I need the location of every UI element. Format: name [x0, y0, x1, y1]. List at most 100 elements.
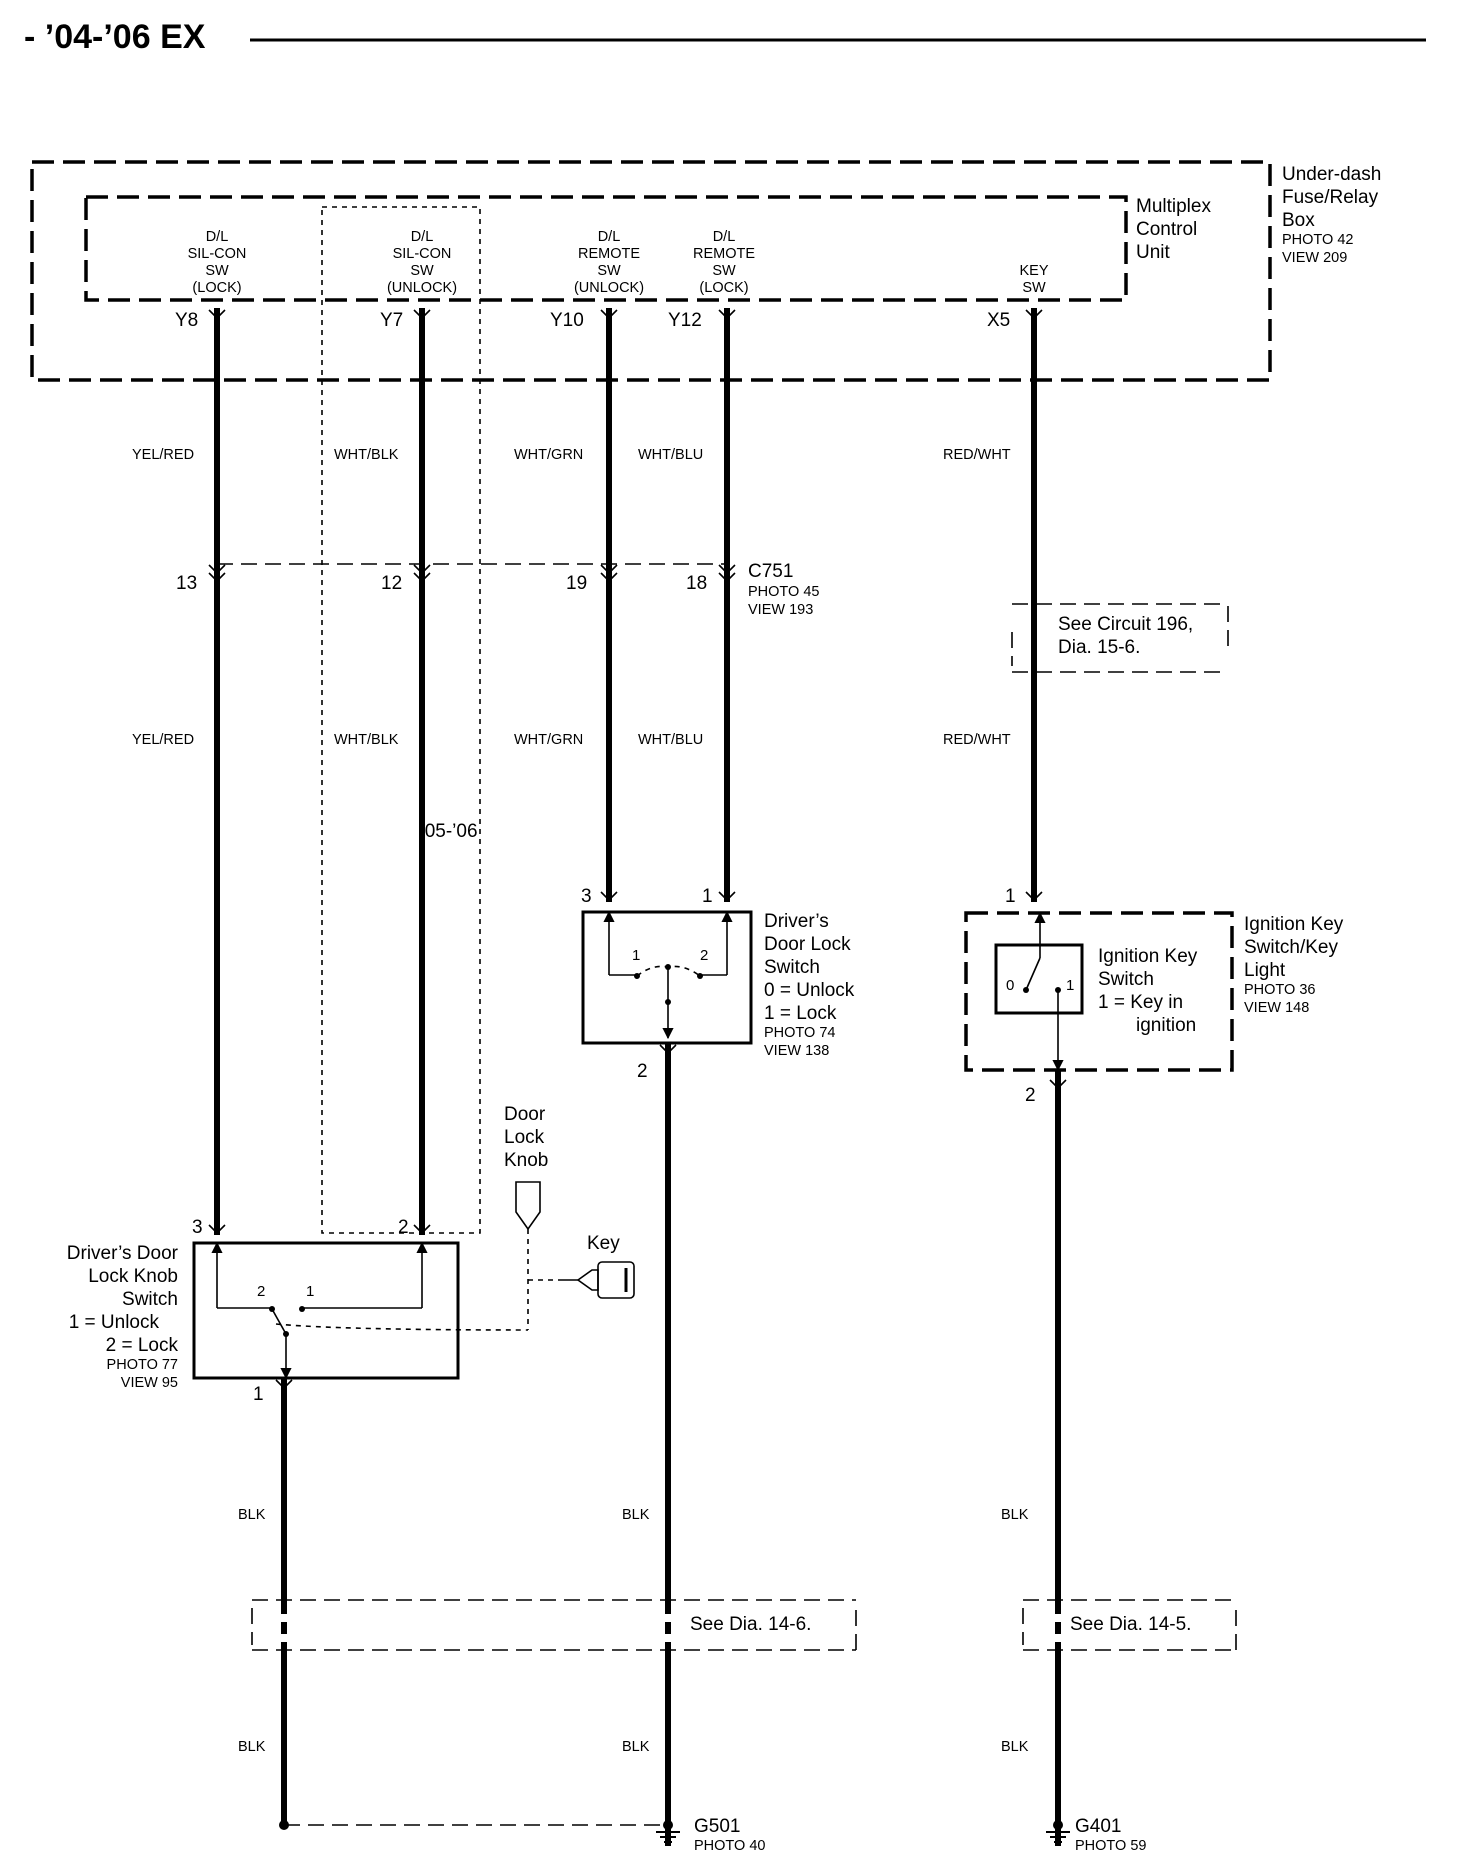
svg-text:1: 1 [632, 947, 640, 964]
wire-wht-grn [600, 308, 618, 902]
svg-text:REMOTE: REMOTE [578, 246, 640, 262]
svg-text:See Dia. 14-6.: See Dia. 14-6. [690, 1614, 811, 1635]
ignition-key-switch-label: Ignition Key Switch 1 = Key in ignition [1098, 946, 1198, 1036]
knob-switch-box [192, 1241, 460, 1380]
svg-text:1: 1 [253, 1384, 264, 1405]
knob-pin1-mark [275, 1379, 293, 1390]
svg-text:2: 2 [1025, 1085, 1036, 1106]
svg-text:VIEW 209: VIEW 209 [1282, 250, 1347, 266]
door-switch-pin2-mark [659, 1044, 677, 1055]
svg-text:SW: SW [1022, 280, 1046, 296]
door-lock-knob: Door Lock Knob [504, 1104, 548, 1330]
svg-text:3: 3 [581, 886, 592, 907]
svg-text:0 = Unlock: 0 = Unlock [764, 980, 855, 1001]
svg-text:Box: Box [1282, 210, 1315, 231]
svg-text:Y8: Y8 [175, 310, 198, 331]
svg-text:SIL-CON: SIL-CON [393, 246, 452, 262]
wire-yel-red [208, 308, 226, 1235]
knob-switch-internals: 2 1 [211, 1241, 529, 1380]
svg-text:PHOTO 77: PHOTO 77 [107, 1357, 178, 1373]
svg-text:(LOCK): (LOCK) [192, 280, 241, 296]
svg-text:PHOTO 59: PHOTO 59 [1075, 1838, 1146, 1854]
svg-text:Knob: Knob [504, 1150, 548, 1171]
svg-text:1: 1 [1066, 977, 1074, 994]
svg-text:SIL-CON: SIL-CON [188, 246, 247, 262]
ground-g401: G401 PHOTO 59 [1046, 1816, 1146, 1854]
multiplex-control-unit-label: Multiplex Control Unit [1136, 196, 1211, 263]
svg-text:WHT/GRN: WHT/GRN [514, 732, 583, 748]
svg-text:Door Lock: Door Lock [764, 934, 851, 955]
ignition-key-light-label: Ignition Key Switch/Key Light PHOTO 36 V… [1244, 914, 1344, 1016]
svg-text:Under-dash: Under-dash [1282, 164, 1381, 185]
see-dia-14-6-box: See Dia. 14-6. [251, 1599, 857, 1651]
svg-text:ignition: ignition [1136, 1015, 1196, 1036]
fuse-relay-box-outline [30, 160, 1272, 382]
svg-text:18: 18 [686, 573, 707, 594]
svg-text:PHOTO 36: PHOTO 36 [1244, 982, 1315, 998]
svg-text:PHOTO 74: PHOTO 74 [764, 1025, 835, 1041]
svg-text:SW: SW [205, 263, 229, 279]
svg-text:WHT/BLK: WHT/BLK [334, 732, 399, 748]
svg-text:Control: Control [1136, 219, 1197, 240]
svg-text:Driver’s Door: Driver’s Door [67, 1243, 179, 1264]
svg-text:YEL/RED: YEL/RED [132, 732, 194, 748]
svg-text:SW: SW [410, 263, 434, 279]
see-dia-14-5-box: See Dia. 14-5. [1022, 1599, 1237, 1651]
connector-c751-pins: 13 12 19 18 [176, 573, 707, 594]
svg-text:BLK: BLK [238, 1507, 266, 1523]
svg-text:Driver’s: Driver’s [764, 911, 829, 932]
mcu-pin-names: Y8 Y7 Y10 Y12 X5 [175, 310, 1010, 331]
svg-text:See Dia. 14-5.: See Dia. 14-5. [1070, 1614, 1191, 1635]
ground-g501: G501 PHOTO 40 [279, 1816, 765, 1854]
svg-text:YEL/RED: YEL/RED [132, 447, 194, 463]
connector-c751-label: C751 PHOTO 45 VIEW 193 [748, 561, 819, 618]
svg-text:Switch/Key: Switch/Key [1244, 937, 1338, 958]
svg-text:1: 1 [702, 886, 713, 907]
svg-text:0: 0 [1006, 977, 1014, 994]
svg-text:2: 2 [637, 1061, 648, 1082]
svg-text:2: 2 [398, 1217, 409, 1238]
svg-text:Lock: Lock [504, 1127, 545, 1148]
svg-text:SW: SW [712, 263, 736, 279]
terminal-labels: D/L SIL-CON SW (LOCK) D/L SIL-CON SW (UN… [188, 229, 1049, 296]
svg-text:C751: C751 [748, 561, 793, 582]
svg-text:D/L: D/L [598, 229, 621, 245]
knob-switch-label: Driver’s Door Lock Knob Switch 1 = Unloc… [67, 1243, 179, 1391]
svg-text:13: 13 [176, 573, 197, 594]
svg-text:(UNLOCK): (UNLOCK) [574, 280, 644, 296]
svg-text:WHT/GRN: WHT/GRN [514, 447, 583, 463]
svg-text:(UNLOCK): (UNLOCK) [387, 280, 457, 296]
svg-text:2: 2 [700, 947, 708, 964]
svg-text:2: 2 [257, 1283, 265, 1300]
svg-text:Multiplex: Multiplex [1136, 196, 1211, 217]
svg-text:D/L: D/L [713, 229, 736, 245]
see-circuit-196-box: See Circuit 196, Dia. 15-6. [1011, 603, 1229, 673]
svg-text:VIEW 138: VIEW 138 [764, 1043, 829, 1059]
fuse-relay-box-label: Under-dash Fuse/Relay Box PHOTO 42 VIEW … [1282, 164, 1381, 266]
ignition-pins: 1 2 [1005, 886, 1036, 1106]
svg-text:PHOTO 40: PHOTO 40 [694, 1838, 765, 1854]
svg-text:Y12: Y12 [668, 310, 702, 331]
svg-text:VIEW 148: VIEW 148 [1244, 1000, 1309, 1016]
diagram-title: - ’04-’06 EX [24, 18, 206, 56]
svg-text:BLK: BLK [1001, 1739, 1029, 1755]
svg-text:Switch: Switch [764, 957, 820, 978]
svg-text:Switch: Switch [122, 1289, 178, 1310]
svg-text:3: 3 [192, 1217, 203, 1238]
svg-text:VIEW 95: VIEW 95 [121, 1375, 178, 1391]
ignition-key-switch-internals: 0 1 [1006, 911, 1074, 1072]
svg-text:1 = Key in: 1 = Key in [1098, 992, 1183, 1013]
svg-text:D/L: D/L [206, 229, 229, 245]
svg-text:SW: SW [597, 263, 621, 279]
svg-text:Light: Light [1244, 960, 1286, 981]
svg-text:See Circuit 196,: See Circuit 196, [1058, 614, 1193, 635]
year-note: ’05-’06 [420, 821, 477, 842]
ignition-key-switch-box [994, 943, 1084, 1015]
svg-text:1: 1 [306, 1283, 314, 1300]
svg-text:19: 19 [566, 573, 587, 594]
wire-wht-blu [718, 308, 736, 902]
ignition-key-light-outline [964, 911, 1234, 1072]
svg-text:BLK: BLK [1001, 1507, 1029, 1523]
svg-text:VIEW 193: VIEW 193 [748, 602, 813, 618]
